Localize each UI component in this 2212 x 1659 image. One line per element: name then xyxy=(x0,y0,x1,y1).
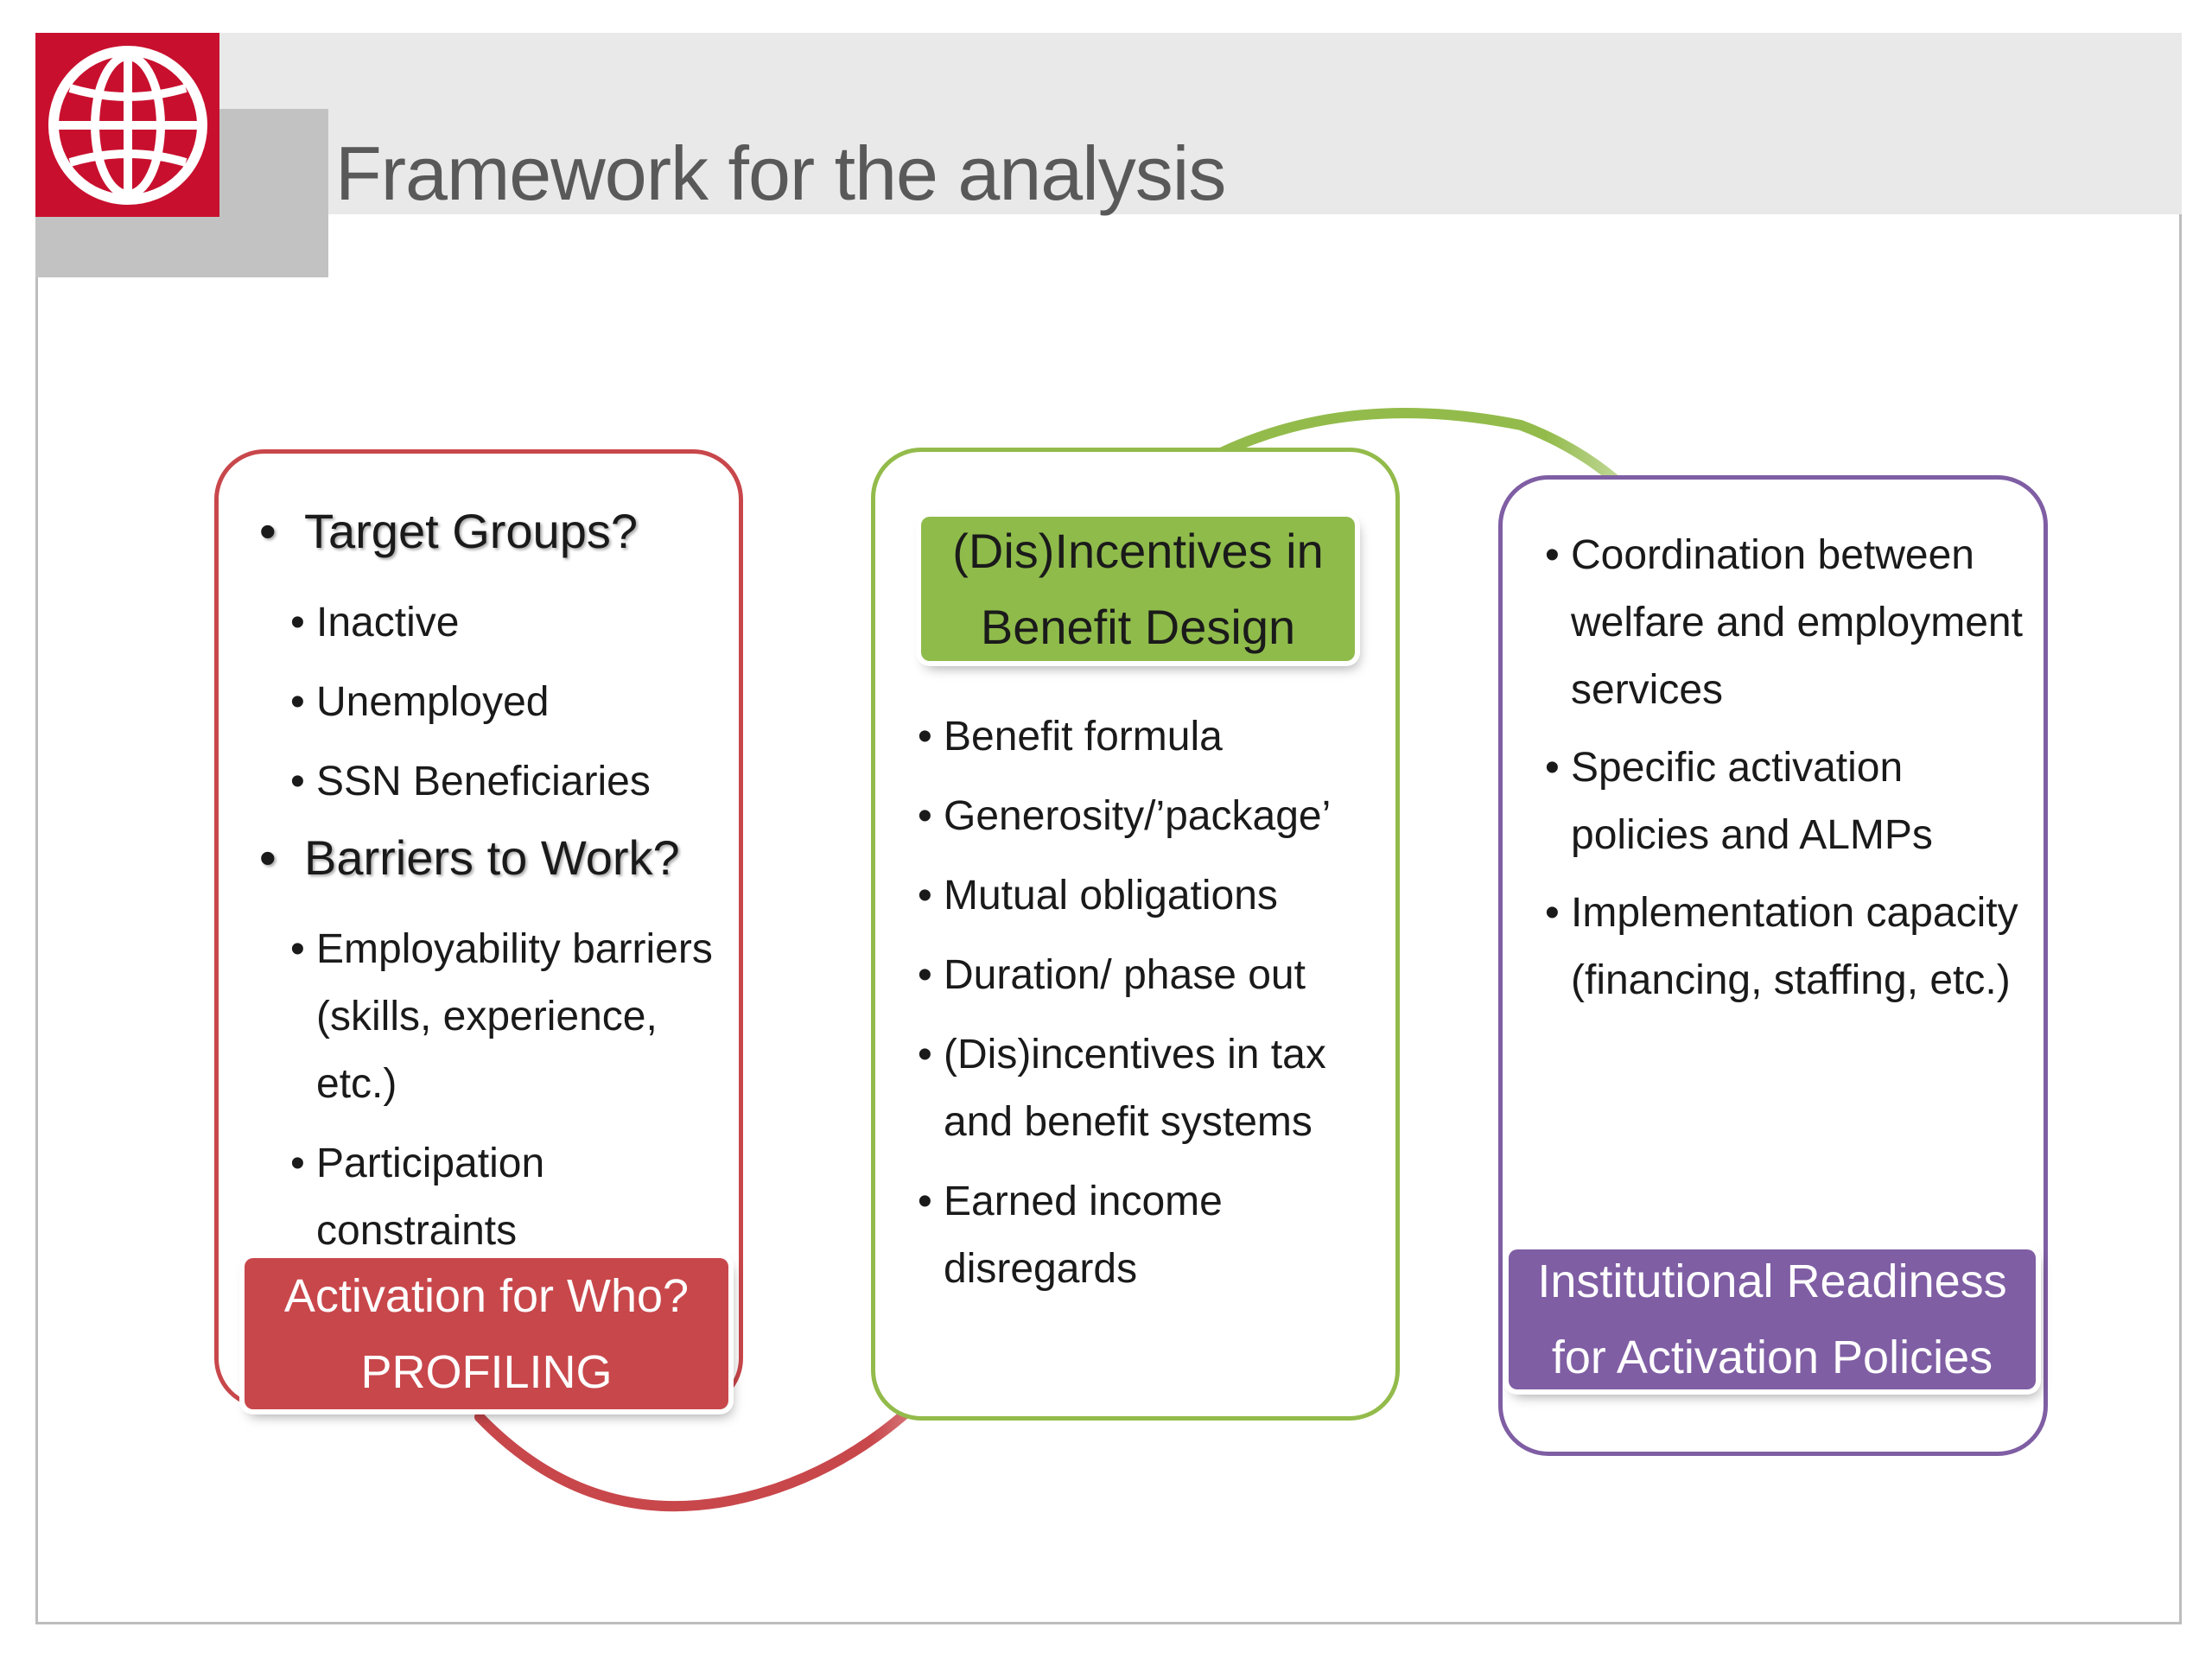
profiling-label-line1: Activation for Who? xyxy=(283,1269,690,1322)
list-item: Participation constraints xyxy=(290,1130,726,1265)
list-item: Benefit formula xyxy=(918,703,1384,771)
institutional-label-line2: for Activation Policies xyxy=(1551,1332,1993,1383)
list-item: Earned income disregards xyxy=(918,1168,1384,1303)
list-item: Duration/ phase out xyxy=(918,942,1384,1009)
slide-title: Framework for the analysis xyxy=(335,130,1226,216)
institutional-label: Institutional Readiness for Activation P… xyxy=(1509,1249,2036,1389)
incentives-list: Benefit formula Generosity/’package’ Mut… xyxy=(918,703,1384,1315)
list-item: SSN Beneficiaries xyxy=(290,748,726,816)
list-item: Implementation capacity (financing, staf… xyxy=(1545,880,2037,1014)
profiling-label: Activation for Who? PROFILING xyxy=(245,1258,728,1409)
list-item: Generosity/’package’ xyxy=(918,783,1384,850)
institutional-label-line1: Institutional Readiness xyxy=(1537,1255,2007,1307)
world-bank-logo xyxy=(35,33,219,217)
list-item: Specific activation policies and ALMPs xyxy=(1545,734,2037,869)
title-band xyxy=(35,33,2182,214)
list-item: Unemployed xyxy=(290,669,726,736)
incentives-label-line2: Benefit Design xyxy=(980,599,1296,654)
list-item: Mutual obligations xyxy=(918,862,1384,930)
list-item: Barriers to Work? xyxy=(259,828,726,888)
profiling-label-line2: PROFILING xyxy=(360,1345,613,1398)
institutional-list: Coordination between welfare and employm… xyxy=(1545,522,2037,1025)
incentives-label: (Dis)Incentives in Benefit Design xyxy=(921,517,1355,661)
list-item: Coordination between welfare and employm… xyxy=(1545,522,2037,724)
incentives-label-line1: (Dis)Incentives in xyxy=(952,523,1324,578)
profiling-list: Target Groups? Inactive Unemployed SSN B… xyxy=(259,501,726,1277)
list-item: (Dis)incentives in tax and benefit syste… xyxy=(918,1021,1384,1156)
list-item: Employability barriers (skills, experien… xyxy=(290,916,726,1118)
globe-icon xyxy=(48,45,207,205)
list-item: Inactive xyxy=(290,589,726,657)
list-item: Target Groups? xyxy=(259,501,726,562)
